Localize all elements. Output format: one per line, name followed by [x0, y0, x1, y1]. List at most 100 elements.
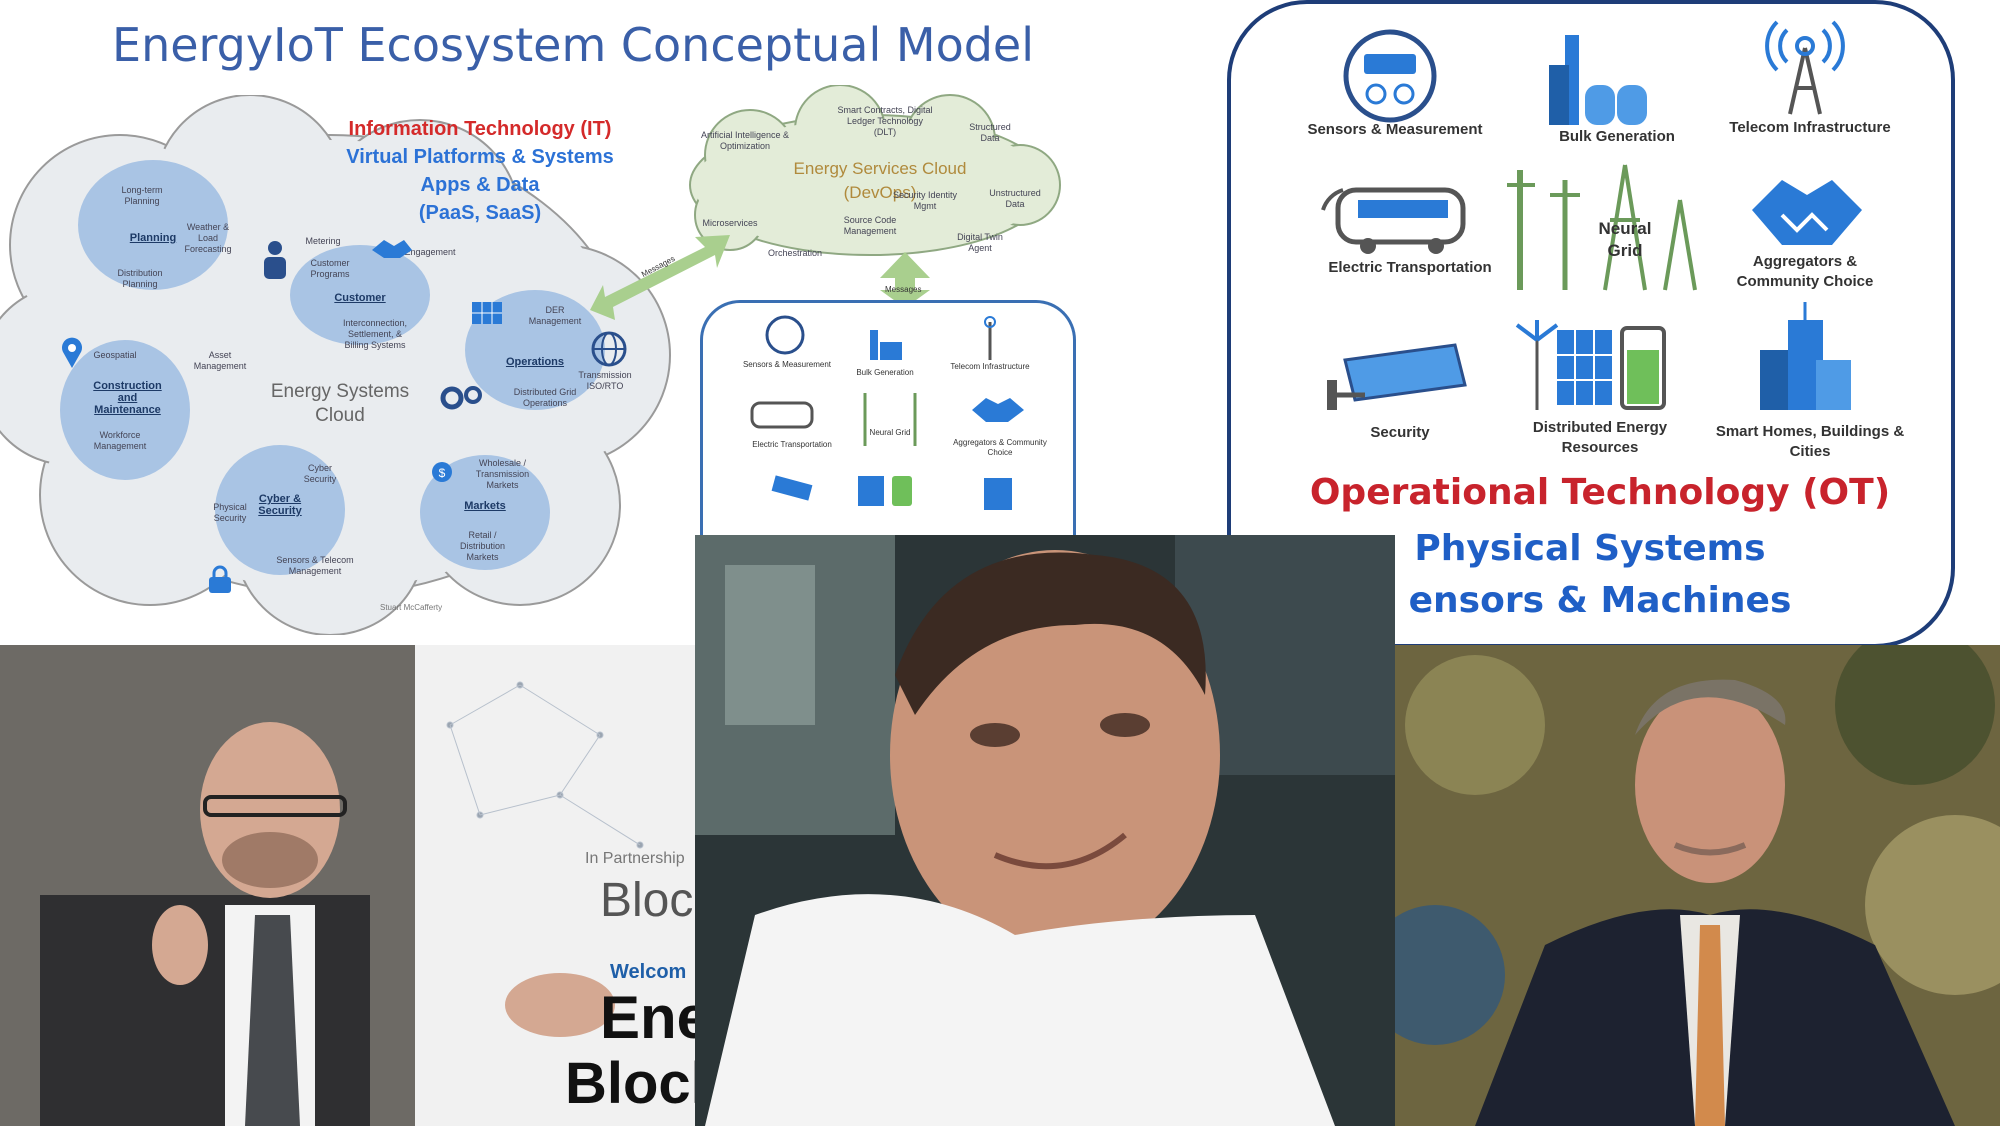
- small-ot-transport: Electric Transportation: [752, 440, 832, 449]
- ot-title: Operational Technology (OT): [1309, 472, 1891, 513]
- banner-text-5: Block: [565, 1051, 695, 1116]
- label-workforce-management: Workforce Management: [93, 430, 147, 451]
- it-line-3: Apps & Data: [420, 174, 540, 196]
- services-title-line-2: (DevOps): [843, 183, 917, 202]
- banner-text-3: Welcom: [610, 961, 687, 983]
- ot-sensors-label: Sensors & Measurement: [1307, 121, 1483, 138]
- label-geospatial: Geospatial: [93, 350, 137, 360]
- label-transmission: Transmission ISO/RTO: [578, 370, 632, 391]
- label-orchestration: Orchestration: [767, 248, 823, 258]
- photo-smiling-man: [695, 535, 1395, 1126]
- it-heading: Information Technology (IT) Virtual Plat…: [330, 115, 630, 227]
- label-sensors-telecom: Sensors & Telecom Management: [276, 555, 354, 576]
- small-factory-icon: [870, 330, 902, 360]
- photo-gray-haired-man-scene: [1395, 645, 2000, 1126]
- planning-label: Planning: [129, 232, 177, 244]
- ot-electric-transport-label: Electric Transportation: [1328, 259, 1492, 276]
- label-source-code: Source Code Management: [843, 215, 897, 236]
- small-camera-icon: [771, 475, 813, 501]
- cloud-center-line-2: Cloud: [315, 405, 365, 426]
- label-asset-management: Asset Management: [193, 350, 247, 371]
- markets-label: Markets: [464, 500, 506, 512]
- ot-bulk-generation-label: Bulk Generation: [1559, 128, 1675, 145]
- customer-bubble: [290, 245, 430, 345]
- label-physical-security: Physical Security: [213, 502, 247, 523]
- small-building-icon: [984, 478, 1012, 510]
- person-icon: [264, 241, 286, 279]
- small-ot-sensors: Sensors & Measurement: [742, 360, 832, 369]
- ot-der-label: Distributed Energy Resources: [1532, 419, 1668, 456]
- ot-neural-grid-label: Neural Grid: [1598, 219, 1652, 260]
- ot-telecom-label: Telecom Infrastructure: [1729, 119, 1891, 136]
- ot-smart-homes-label: Smart Homes, Buildings & Cities: [1715, 423, 1905, 460]
- neural-grid-icon: [1507, 164, 1697, 291]
- label-microservices: Microservices: [702, 218, 758, 228]
- solar-panel-icon: [472, 302, 502, 324]
- label-security-identity: Security Identity Mgmt: [892, 190, 958, 211]
- security-camera-icon: [1327, 343, 1467, 410]
- label-wholesale-markets: Wholesale / Transmission Markets: [475, 458, 530, 490]
- small-tower-icon: [984, 316, 996, 360]
- label-weather-forecasting: Weather & Load Forecasting: [184, 222, 232, 254]
- diagram-credit: Stuart McCafferty: [380, 603, 443, 612]
- messages-arrow: [590, 235, 730, 320]
- label-unstructured-data: Unstructured Data: [989, 188, 1041, 209]
- small-der-icon: [858, 476, 912, 506]
- label-structured-data: Structured Data: [969, 122, 1011, 143]
- small-bus-icon: [750, 401, 814, 429]
- ot-security-label: Security: [1370, 424, 1430, 441]
- handshake-icon: [372, 240, 412, 258]
- cloud-center-line-1: Energy Systems: [270, 381, 410, 402]
- diagram-title: EnergyIoT Ecosystem Conceptual Model: [112, 18, 1034, 72]
- label-distributed-grid-operations: Distributed Grid Operations: [513, 387, 577, 408]
- down-arrow: [880, 252, 930, 308]
- customer-label: Customer: [334, 292, 386, 304]
- label-ai-optimization: Artificial Intelligence & Optimization: [700, 130, 790, 151]
- photo-smiling-man-scene: [695, 535, 1395, 1126]
- ot-aggregators-label: Aggregators & Community Choice: [1736, 253, 1874, 290]
- location-pin-icon: [62, 337, 82, 368]
- label-digital-twin: Digital Twin Agent: [957, 232, 1003, 253]
- banner-text-1: In Partnership: [585, 850, 685, 867]
- svg-text:$: $: [439, 466, 446, 480]
- small-ot-aggregators: Aggregators & Community Choice: [953, 438, 1047, 457]
- label-metering: Metering: [305, 236, 341, 246]
- energy-systems-cloud-label: Energy Systems Cloud: [250, 380, 430, 428]
- small-ot-neural: Neural Grid: [869, 428, 911, 437]
- photo-speaker: In Partnership Block Welcom Ene Block: [0, 645, 695, 1126]
- electric-bus-icon: [1321, 187, 1466, 254]
- ot-subtitle-2: ensors & Machines: [1408, 580, 1792, 621]
- operations-label: Operations: [505, 356, 565, 368]
- label-long-term-planning: Long-term Planning: [121, 185, 163, 206]
- it-line-4: (PaaS, SaaS): [418, 202, 542, 224]
- ot-subtitle-1: Physical Systems: [1414, 528, 1766, 569]
- label-cyber-security: Cyber Security: [303, 463, 337, 484]
- handshake-icon-large: [1752, 180, 1862, 245]
- small-handshake-icon: [972, 398, 1024, 422]
- banner-text-2: Block: [600, 874, 695, 927]
- construction-bubble: [60, 340, 190, 480]
- label-distribution-planning: Distribution Planning: [117, 268, 163, 289]
- telecom-tower-icon: [1765, 20, 1845, 115]
- label-customer-programs: Customer Programs: [310, 258, 350, 279]
- it-line-2: Virtual Platforms & Systems: [346, 146, 614, 168]
- der-icon: [1515, 320, 1666, 410]
- services-title-line-1: Energy Services Cloud: [793, 159, 967, 178]
- label-smart-contracts: Smart Contracts, Digital Ledger Technolo…: [837, 105, 933, 137]
- small-ot-telecom: Telecom Infrastructure: [950, 362, 1030, 371]
- label-der-management: DER Management: [528, 305, 582, 326]
- planning-bubble: [78, 160, 228, 290]
- security-bubble: [215, 445, 345, 575]
- down-arrow-label: Messages: [885, 285, 922, 294]
- label-billing-systems: Interconnection, Settlement, & Billing S…: [342, 318, 408, 350]
- label-retail-markets: Retail / Distribution Markets: [459, 530, 506, 562]
- small-ot-bulk: Bulk Generation: [856, 368, 914, 377]
- construction-label: Construction and Maintenance: [93, 380, 162, 416]
- photo-speaker-scene: [0, 645, 695, 1126]
- energy-services-cloud-title: Energy Services Cloud (DevOps): [760, 157, 1000, 205]
- energy-services-cloud: [689, 85, 1061, 256]
- security-label: Cyber & Security: [258, 493, 302, 517]
- label-engagement: Engagement: [404, 247, 456, 257]
- small-grid-icon: [863, 393, 917, 446]
- lock-icon: [209, 565, 231, 593]
